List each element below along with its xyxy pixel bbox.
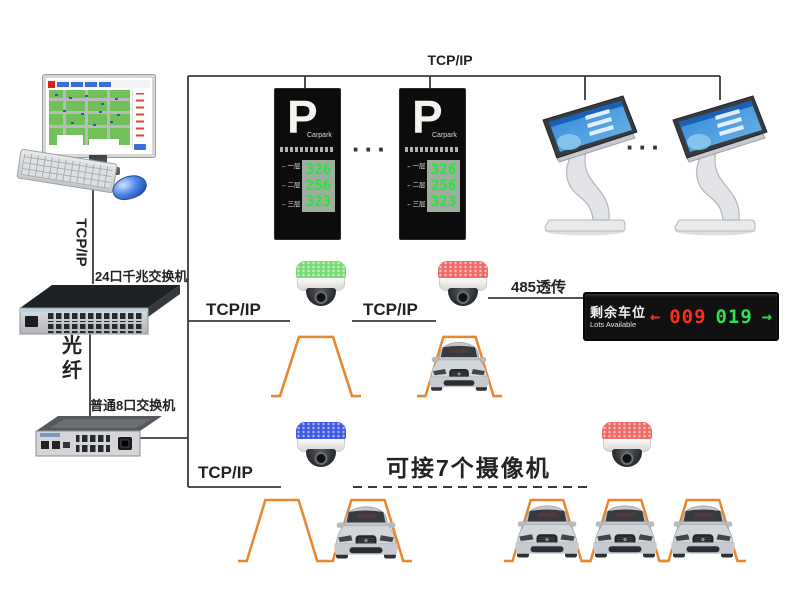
- car-icon: [665, 499, 741, 562]
- camera-lens: [314, 452, 328, 465]
- management-workstation-monitor: [42, 74, 156, 158]
- camera-indicator-red: [602, 422, 652, 439]
- carpark-text: Carpark: [307, 132, 332, 139]
- label-tcpip-mid-right: TCP/IP: [363, 300, 418, 319]
- parking-map-view: [49, 90, 130, 145]
- led-title-en: Lots Available: [590, 319, 637, 329]
- dome-camera-red-2-icon: [602, 422, 652, 474]
- software-logo-icon: [48, 80, 55, 88]
- car-icon: [328, 500, 404, 563]
- map-car-markers: [55, 94, 58, 96]
- carpark-text: Carpark: [432, 132, 457, 139]
- query-kiosk-2: [662, 90, 776, 238]
- label-tcpip-mid-left: TCP/IP: [206, 300, 261, 319]
- floor-availability: ←一层 ←二层 ←三层 326 256 323: [406, 160, 460, 212]
- label-switch-8port: 普通8口交换机: [90, 398, 176, 413]
- led-counts: 326 256 323: [427, 160, 460, 212]
- led-title-cn: 剩余车位: [590, 304, 647, 320]
- car-icon: [424, 336, 494, 395]
- camera-indicator-blue: [296, 422, 346, 439]
- software-title-bar: [48, 80, 150, 88]
- dome-camera-red-icon: [438, 261, 488, 313]
- car-icon: [587, 499, 663, 562]
- monitor-screen: [46, 78, 152, 154]
- camera-lens: [314, 291, 328, 304]
- parking-guidance-sign-2: P Carpark ←一层 ←二层 ←三层 326 256 323: [399, 88, 466, 240]
- label-fiber: 光纤: [62, 335, 82, 382]
- parking-space-empty-2: [237, 497, 327, 563]
- led-left-count: 009: [669, 305, 707, 328]
- camera-lens: [456, 291, 470, 304]
- led-right-count: 019: [715, 305, 753, 328]
- dome-camera-blue-icon: [296, 422, 346, 474]
- sign-info-row: [405, 147, 460, 152]
- legend-panel: [132, 90, 149, 149]
- switch-24port-gigabit: [19, 285, 180, 335]
- label-rs485: 485透传: [511, 279, 567, 296]
- camera-indicator-green: [296, 261, 346, 278]
- label-tcpip-top: TCP/IP: [427, 52, 473, 68]
- label-camera-capacity: 可接7个摄像机: [386, 455, 551, 481]
- switch-8port: [35, 416, 162, 457]
- led-right-arrow: →: [761, 306, 772, 327]
- parking-space-empty-1: [270, 334, 362, 398]
- screen-button: [134, 144, 146, 150]
- query-kiosk-1: [532, 90, 646, 238]
- floor-availability: ←一层 ←二层 ←三层 326 256 323: [281, 160, 335, 212]
- led-left-arrow: ←: [650, 306, 661, 327]
- p-symbol: P: [412, 91, 443, 143]
- led-counts: 326 256 323: [302, 160, 335, 212]
- camera-lens: [620, 452, 634, 465]
- sign-info-row: [280, 147, 335, 152]
- car-icon: [509, 499, 585, 562]
- remaining-lots-led-board: 剩余车位 Lots Available ← 009 019 →: [583, 292, 779, 341]
- label-tcpip-bottom: TCP/IP: [198, 463, 253, 482]
- ellipsis-signs: ···: [352, 134, 390, 164]
- dome-camera-green-icon: [296, 261, 346, 313]
- label-switch-24port: 24口千兆交换机: [95, 269, 188, 284]
- p-symbol: P: [287, 91, 318, 143]
- label-tcpip-workstation: TCP/IP: [72, 218, 90, 267]
- parking-guidance-sign-1: P Carpark ←一层 ←二层 ←三层 326 256 323: [274, 88, 341, 240]
- camera-indicator-red: [438, 261, 488, 278]
